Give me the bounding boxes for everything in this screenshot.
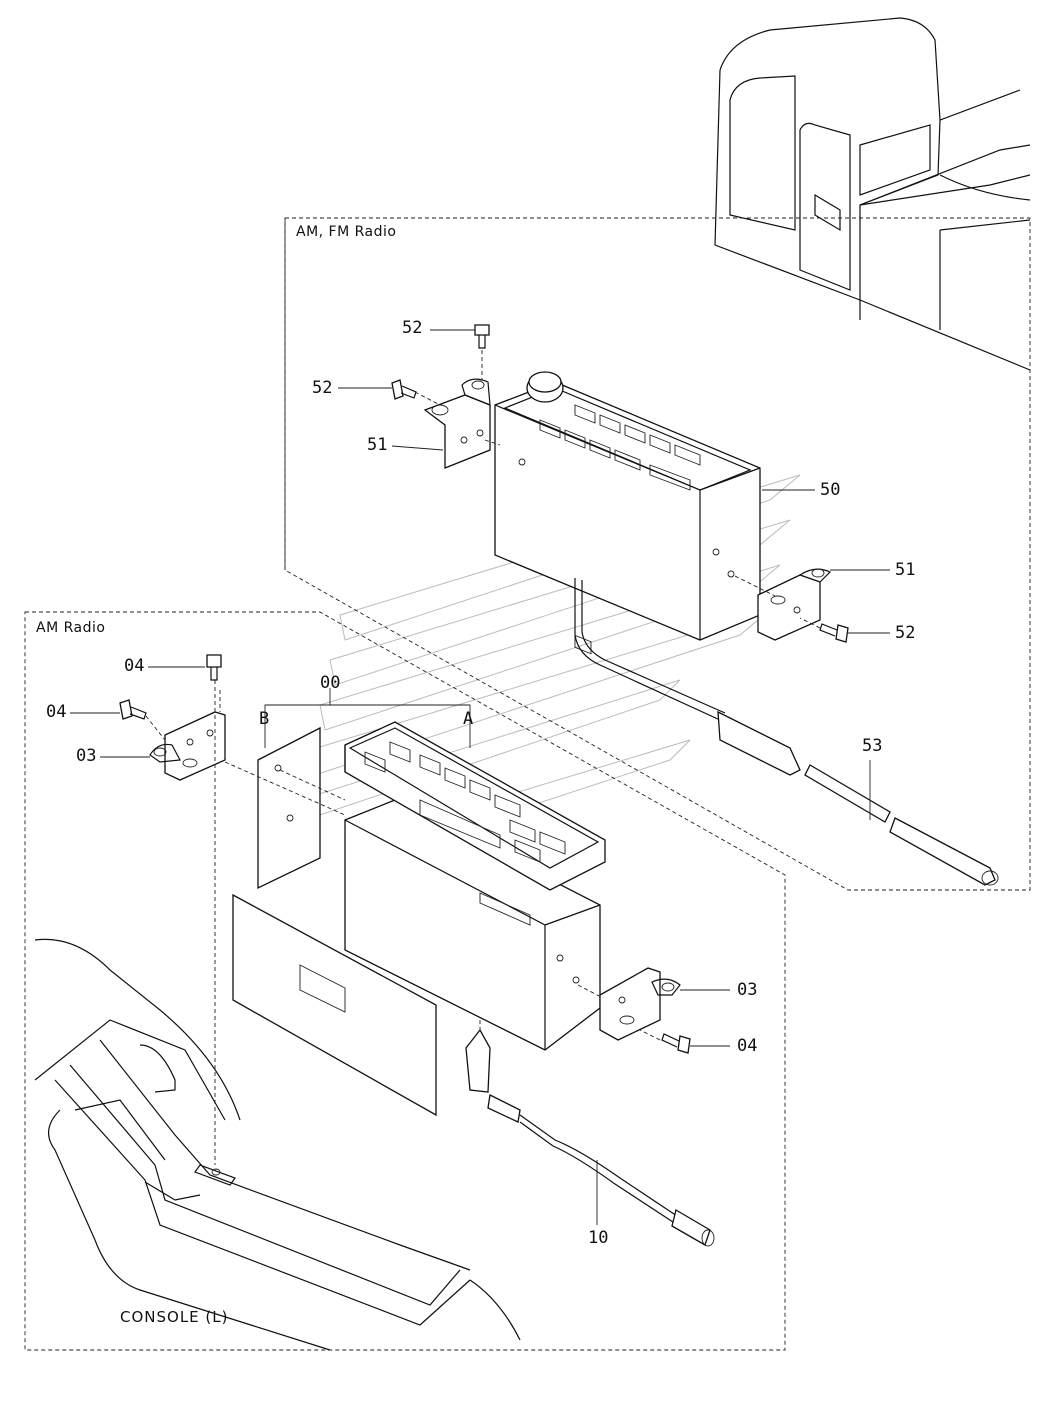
- label-04-right: 04: [737, 1036, 758, 1056]
- screw-52-right: [819, 623, 849, 643]
- fm-bracket-right: [757, 568, 832, 641]
- label-52-left: 52: [312, 378, 333, 398]
- am-bracket-left: [149, 711, 226, 781]
- label-b: B: [259, 709, 270, 729]
- screw-52-top: [474, 324, 490, 349]
- leader-lines: [70, 329, 890, 1225]
- label-a: A: [463, 709, 474, 729]
- label-50: 50: [820, 480, 841, 500]
- console-illustration: [34, 938, 521, 1351]
- label-03-right: 03: [737, 980, 758, 1000]
- label-52-right: 52: [895, 623, 916, 643]
- label-04-top: 04: [124, 656, 145, 676]
- excavator-cab-illustration: [714, 17, 1031, 371]
- label-52-top: 52: [402, 318, 423, 338]
- screw-52-left: [391, 379, 417, 400]
- label-53: 53: [862, 736, 883, 756]
- screw-04-top: [206, 654, 222, 681]
- am-bracket-right: [599, 967, 681, 1041]
- console-label: CONSOLE (L): [120, 1308, 229, 1326]
- am-section-frame: [24, 611, 786, 1351]
- label-51-left: 51: [367, 435, 388, 455]
- label-51-right: 51: [895, 560, 916, 580]
- fm-antenna-cable: [574, 578, 999, 886]
- fm-radio-unit: [494, 371, 761, 655]
- am-cover-panel: [232, 893, 437, 1117]
- am-antenna-cable: [465, 1028, 715, 1247]
- screw-04-right: [661, 1033, 691, 1054]
- fm-bracket-left: [423, 378, 491, 469]
- label-03-left: 03: [76, 746, 97, 766]
- am-section-title: AM Radio: [36, 620, 106, 636]
- label-00: 00: [320, 673, 341, 693]
- screw-04-left: [119, 699, 147, 720]
- fm-section-title: AM, FM Radio: [296, 224, 397, 240]
- label-04-left: 04: [46, 702, 67, 722]
- am-radio-unit: [344, 721, 606, 1051]
- am-plate-b: [257, 726, 321, 890]
- label-10: 10: [588, 1228, 609, 1248]
